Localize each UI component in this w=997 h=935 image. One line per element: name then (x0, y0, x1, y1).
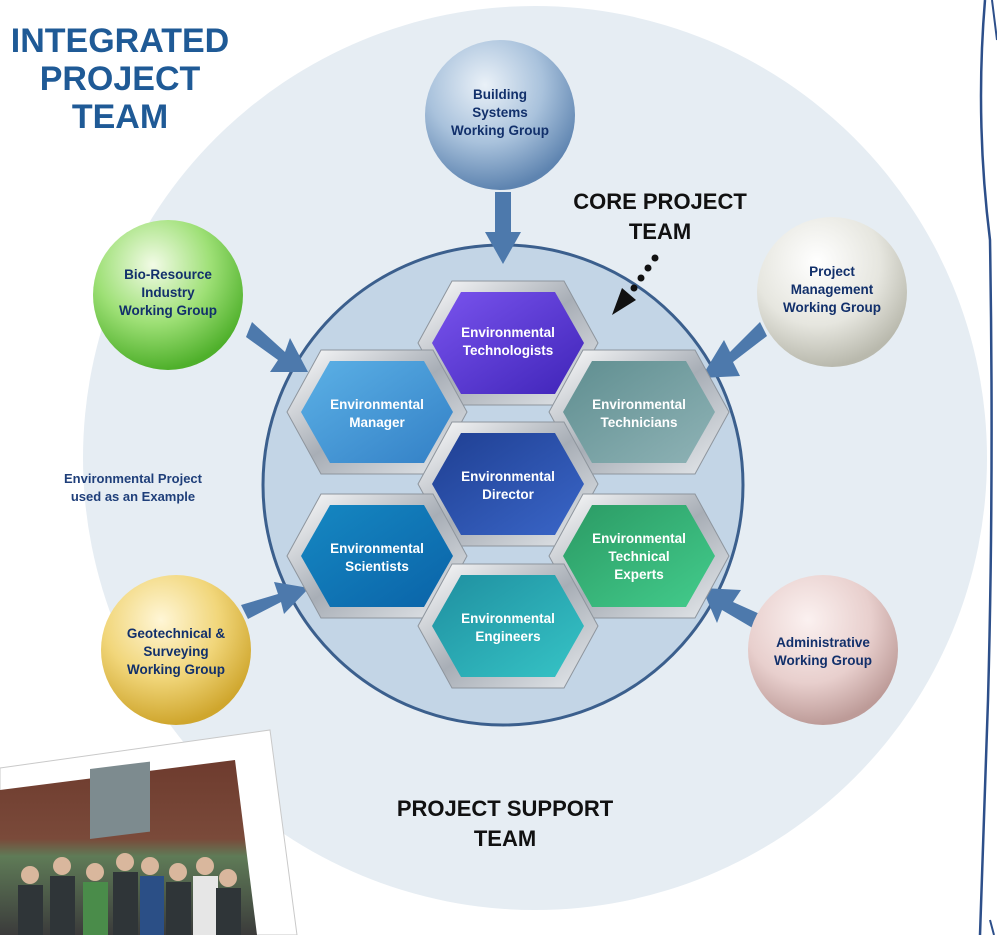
manager-label: Environmental Manager (330, 397, 424, 430)
svg-text:Scientists: Scientists (345, 559, 409, 574)
svg-text:Working Group: Working Group (783, 300, 881, 315)
svg-text:Administrative: Administrative (776, 635, 870, 650)
bio-label: Bio-Resource Industry Working Group (119, 267, 217, 318)
svg-text:Management: Management (791, 282, 874, 297)
hex-director (417, 421, 599, 547)
svg-text:Surveying: Surveying (143, 644, 208, 659)
svg-text:Geotechnical &: Geotechnical & (127, 626, 226, 641)
svg-text:Environmental: Environmental (592, 531, 686, 546)
svg-text:Technical: Technical (608, 549, 669, 564)
team-photo (0, 729, 298, 935)
hex-scientists (286, 493, 468, 619)
svg-text:Building: Building (473, 87, 527, 102)
svg-text:Manager: Manager (349, 415, 405, 430)
svg-text:Working Group: Working Group (119, 303, 217, 318)
admin-label: Administrative Working Group (774, 635, 872, 668)
svg-text:Environmental: Environmental (592, 397, 686, 412)
svg-text:Working Group: Working Group (774, 653, 872, 668)
hex-technicians (548, 349, 730, 475)
geotech-label: Geotechnical & Surveying Working Group (127, 626, 226, 677)
svg-text:Working Group: Working Group (451, 123, 549, 138)
svg-text:Project: Project (809, 264, 855, 279)
title-line2: PROJECT (40, 60, 201, 98)
hex-experts (548, 493, 730, 619)
edge-line (978, 0, 993, 935)
svg-text:Systems: Systems (472, 105, 528, 120)
svg-text:Experts: Experts (614, 567, 664, 582)
engineers-label: Environmental Engineers (461, 611, 555, 644)
svg-text:Engineers: Engineers (475, 629, 540, 644)
hex-engineers (417, 563, 599, 689)
core-label-line1: CORE PROJECT (573, 189, 747, 214)
example-note-line2: used as an Example (71, 489, 195, 504)
svg-text:Environmental: Environmental (330, 397, 424, 412)
svg-text:Bio-Resource: Bio-Resource (124, 267, 212, 282)
core-label-line2: TEAM (629, 219, 691, 244)
svg-text:Technologists: Technologists (463, 343, 554, 358)
svg-text:Director: Director (482, 487, 535, 502)
svg-text:Environmental: Environmental (461, 469, 555, 484)
support-label-line1: PROJECT SUPPORT (397, 796, 614, 821)
svg-text:Industry: Industry (141, 285, 195, 300)
arrow-bio (246, 322, 308, 372)
arrow-building (485, 192, 521, 264)
edge-line-2 (989, 0, 997, 935)
technologists-label: Environmental Technologists (461, 325, 555, 358)
arrows (241, 192, 767, 630)
svg-text:Environmental: Environmental (330, 541, 424, 556)
arrow-geotech (241, 582, 309, 619)
bio-sphere (93, 220, 243, 370)
title-line1: INTEGRATED (11, 22, 229, 60)
example-note-line1: Environmental Project (64, 471, 203, 486)
support-label: PROJECT SUPPORT TEAM (397, 796, 614, 851)
support-label-line2: TEAM (474, 826, 536, 851)
arrow-admin (702, 588, 762, 630)
admin-sphere (748, 575, 898, 725)
svg-text:Environmental: Environmental (461, 611, 555, 626)
svg-text:Technicians: Technicians (600, 415, 677, 430)
example-note: Environmental Project used as an Example (64, 471, 203, 504)
director-label: Environmental Director (461, 469, 555, 502)
svg-text:Environmental: Environmental (461, 325, 555, 340)
scientists-label: Environmental Scientists (330, 541, 424, 574)
project-mgmt-label: Project Management Working Group (783, 264, 881, 315)
building-label: Building Systems Working Group (451, 87, 549, 138)
hex-technologists (417, 280, 599, 406)
core-label: CORE PROJECT TEAM (573, 189, 747, 244)
experts-label: Environmental Technical Experts (592, 531, 686, 582)
dotted-arrow (612, 254, 659, 315)
arrow-project-mgmt (701, 322, 767, 378)
geotech-sphere (101, 575, 251, 725)
svg-text:Working Group: Working Group (127, 662, 225, 677)
project-mgmt-sphere (757, 217, 907, 367)
technicians-label: Environmental Technicians (592, 397, 686, 430)
title: INTEGRATED PROJECT TEAM (11, 22, 229, 136)
building-sphere (425, 40, 575, 190)
title-line3: TEAM (72, 98, 168, 136)
hex-manager (286, 349, 468, 475)
